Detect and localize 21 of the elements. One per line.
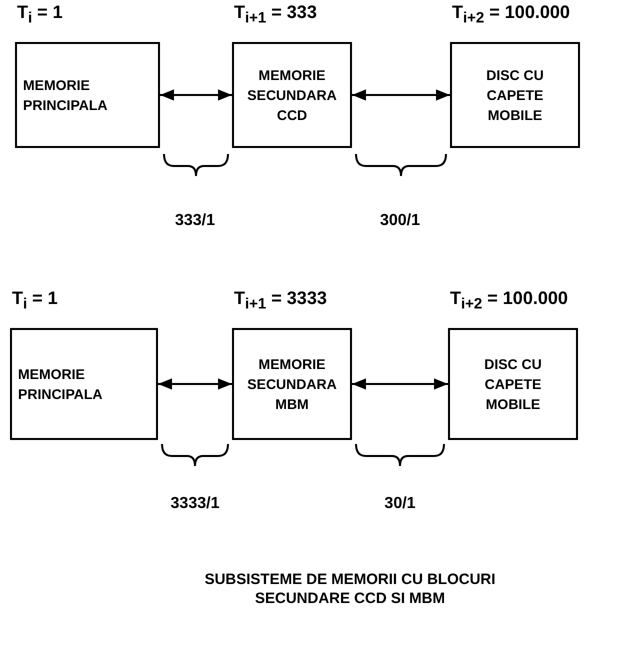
- ratio-label: 30/1: [384, 495, 416, 513]
- box-label: MEMORIE SECUNDARA CCD: [246, 66, 338, 125]
- box-label: MEMORIE PRINCIPALA: [23, 76, 109, 115]
- arrow: [352, 378, 448, 390]
- access-time-label: T$_{i+2}$ = 100.000: [452, 2, 570, 27]
- box-label: MEMORIE SECUNDARA MBM: [246, 355, 338, 414]
- ratio-label: 3333/1: [170, 495, 220, 513]
- box-label: DISC CU CAPETE MOBILE: [483, 355, 543, 414]
- ratio-label: 300/1: [380, 212, 420, 230]
- access-time-label: T$_{i}$ = 1: [12, 288, 58, 313]
- arrow: [352, 89, 450, 101]
- arrow: [160, 89, 232, 101]
- box-label: DISC CU CAPETE MOBILE: [485, 66, 545, 125]
- box-label: MEMORIE PRINCIPALA: [18, 365, 104, 404]
- access-time-label: T$_{i+1}$ = 3333: [234, 288, 327, 313]
- arrow: [158, 378, 232, 390]
- ratio-label: 333/1: [174, 212, 216, 230]
- access-time-label: T$_{i+1}$ = 333: [234, 2, 317, 27]
- access-time-label: T$_{i}$ = 1: [17, 2, 63, 27]
- access-time-label: T$_{i+2}$ = 100.000: [450, 288, 568, 313]
- caption: SUBSISTEME DE MEMORII CU BLOCURI SECUNDARE CCD SI MBM: [204, 570, 496, 608]
